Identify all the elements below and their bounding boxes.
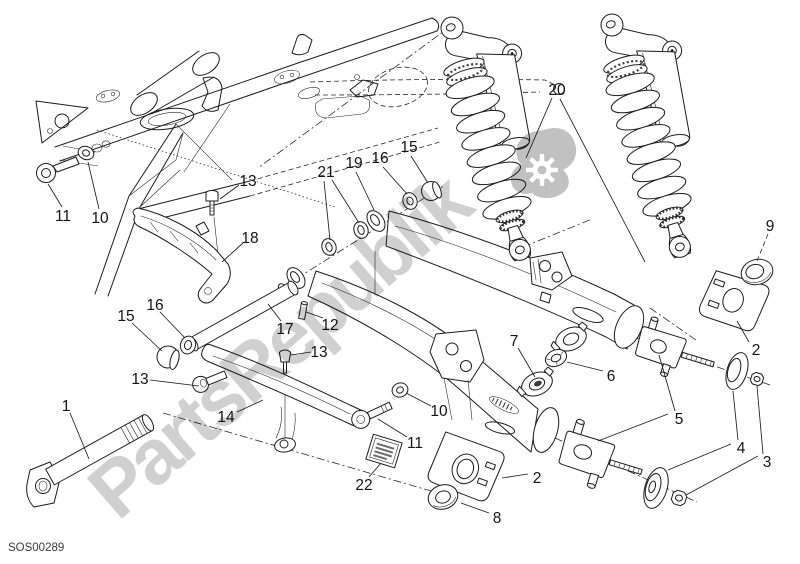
axle-ring: [427, 484, 459, 510]
sticker: [365, 433, 403, 469]
screw-top: [205, 190, 219, 216]
frame-bolt-and-washer: [36, 140, 111, 183]
part-label-16-upper: 16: [371, 150, 388, 167]
part-label-21: 21: [317, 164, 334, 181]
chain-guard: [201, 343, 365, 453]
bolt-left: [192, 370, 228, 393]
gear-icon: [526, 154, 558, 186]
part-label-11-mid: 11: [407, 435, 423, 452]
part-label-16-left: 16: [146, 297, 163, 314]
part-label-15-left: 15: [117, 308, 134, 325]
part-label-14: 14: [217, 409, 235, 426]
bearing-cap: [740, 258, 774, 286]
ring-nut: [544, 348, 568, 368]
adjuster-plate-upper: [698, 270, 770, 332]
screw-mid: [279, 349, 291, 374]
part-label-11-frame: 11: [55, 208, 71, 225]
adjuster-plate-lower: [427, 431, 505, 502]
washer-upper: [402, 192, 418, 210]
washer-mid: [391, 382, 409, 398]
bolt-mid: [351, 401, 393, 429]
part-label-15-upper: 15: [400, 139, 417, 156]
part-label-19: 19: [345, 155, 362, 172]
part-label-9: 9: [766, 218, 775, 235]
chain-adjuster-lower: [558, 419, 643, 489]
spacer-washer-a: [321, 238, 337, 256]
part-label-8: 8: [493, 510, 502, 527]
part-label-17: 17: [276, 321, 293, 338]
part-label-13-mid: 13: [310, 344, 327, 361]
axle-nut-lower: [670, 489, 688, 507]
collar-upper: [550, 321, 588, 352]
chain-slider: [132, 207, 231, 304]
part-label-2-upper: 2: [752, 342, 761, 359]
brand-stamp: [489, 396, 519, 414]
collar-lower: [516, 366, 554, 397]
part-label-22: 22: [355, 477, 372, 494]
chain-adjuster-upper: [635, 316, 715, 377]
axle-washer-lower: [643, 467, 669, 509]
pin-small: [298, 301, 308, 320]
part-label-2-lower: 2: [533, 470, 542, 487]
watermark-logo: [510, 128, 577, 199]
part-label-13-top: 13: [239, 173, 256, 190]
part-label-18: 18: [241, 230, 258, 247]
pivot-shaft: [26, 414, 155, 508]
axle-washer-upper: [725, 352, 749, 390]
part-label-10-mid: 10: [430, 403, 448, 420]
part-label-20: 20: [548, 82, 566, 99]
part-label-6: 6: [607, 368, 616, 385]
cap-left: [156, 345, 180, 370]
part-label-5: 5: [675, 411, 684, 428]
diagram-code: SOS00289: [8, 542, 64, 554]
axle-nut-upper: [749, 371, 765, 387]
part-label-10-frame: 10: [91, 210, 109, 227]
part-label-12: 12: [321, 317, 338, 334]
part-label-13-left: 13: [131, 371, 148, 388]
rear-frame: [35, 17, 565, 297]
part-label-7: 7: [510, 333, 519, 350]
shock-absorber-right: [583, 0, 742, 266]
swingarm-left-arm: [307, 270, 560, 453]
washer-left: [179, 335, 197, 355]
spacer-washer-b: [353, 221, 369, 239]
part-label-4: 4: [737, 440, 746, 457]
swingarm-right-arm: [385, 210, 645, 350]
part-label-1: 1: [62, 398, 71, 415]
part-label-3: 3: [763, 454, 772, 471]
